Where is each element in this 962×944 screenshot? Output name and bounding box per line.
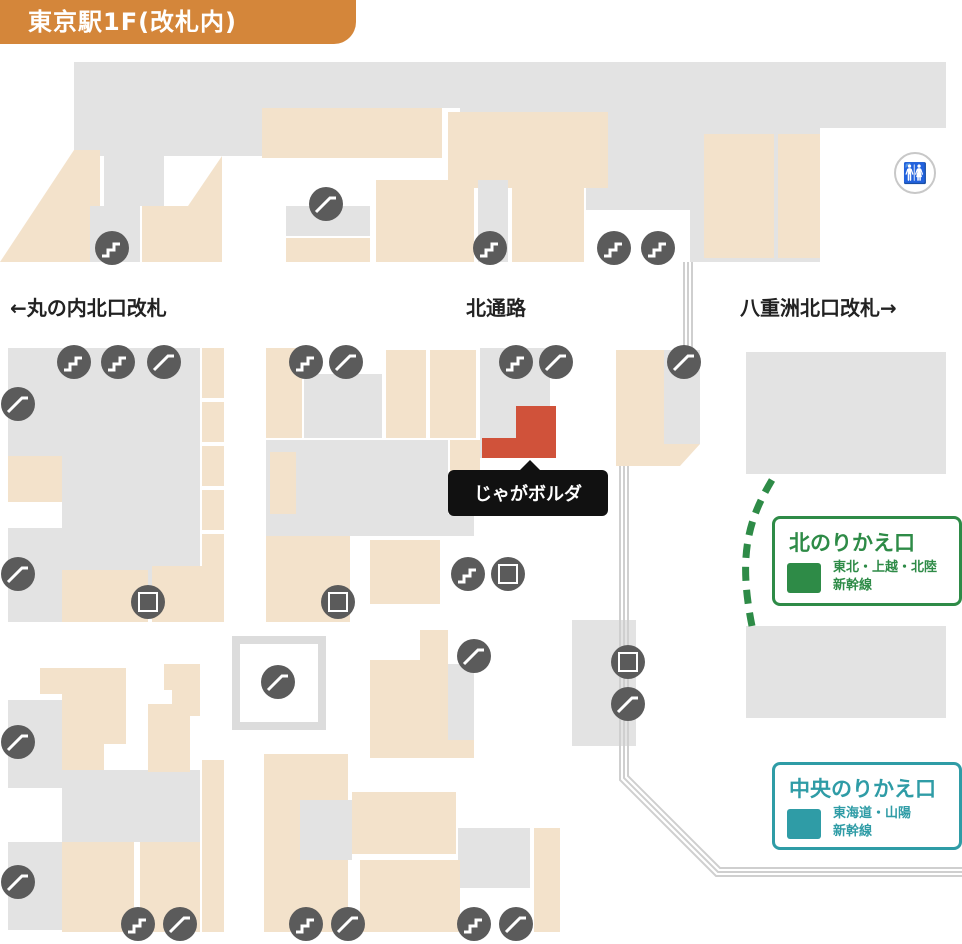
stairs-icon <box>101 345 135 379</box>
transfer-line: 新幹線 <box>833 824 873 839</box>
escalator-icon <box>611 687 645 721</box>
central-transfer-gate-box[interactable]: 中央のりかえ口 東海道・山陽 新幹線 <box>772 762 962 850</box>
transfer-line: 東海道・山陽 <box>833 806 912 821</box>
transfer-line: 東北・上越・北陸 <box>833 560 938 575</box>
north-passage-label: 北通路 <box>466 296 526 320</box>
shop-block <box>0 150 100 262</box>
top-left-corner <box>74 62 128 156</box>
shop-block <box>202 446 224 486</box>
area-block <box>266 440 474 536</box>
transfer-lines: 東北・上越・北陸 新幹線 <box>833 559 937 595</box>
stairs-icon <box>457 907 491 941</box>
area-block <box>448 664 474 740</box>
escalator-icon <box>1 865 35 899</box>
escalator-icon <box>667 345 701 379</box>
escalator-icon <box>1 725 35 759</box>
shinkansen-icon <box>787 563 821 593</box>
shop-block <box>202 760 224 932</box>
area-block <box>62 770 200 842</box>
area-block <box>304 374 382 438</box>
stairs-icon <box>121 907 155 941</box>
elevator-icon <box>131 585 165 619</box>
stairs-icon <box>57 345 91 379</box>
highlighted-shop-block <box>482 406 556 458</box>
escalator-icon <box>147 345 181 379</box>
escalator-icon <box>539 345 573 379</box>
escalator-icon <box>1 387 35 421</box>
stairs-icon <box>95 231 129 265</box>
shinkansen-icon <box>787 809 821 839</box>
concourse-right <box>746 352 946 474</box>
stairs-icon <box>451 557 485 591</box>
area-block <box>572 620 636 746</box>
marunouchi-north-gate-label: ←丸の内北口改札 <box>10 296 167 320</box>
shop-block <box>262 108 442 158</box>
corridor-lines <box>619 262 962 877</box>
shop-block <box>202 402 224 442</box>
shop-block <box>370 630 448 740</box>
shop-block <box>778 134 820 258</box>
shop-callout[interactable]: じゃがボルダ <box>448 460 608 516</box>
shop-block <box>270 452 296 514</box>
yaesu-north-gate-label: 八重洲北口改札→ <box>740 296 897 320</box>
shop-block <box>8 456 62 502</box>
shop-block <box>62 842 134 932</box>
escalator-icon <box>331 907 365 941</box>
escalator-icon <box>1 557 35 591</box>
shop-block <box>142 156 222 262</box>
stairs-icon <box>597 231 631 265</box>
shop-block <box>104 156 164 206</box>
transfer-line: 新幹線 <box>833 578 873 593</box>
escalator-icon <box>499 907 533 941</box>
elevator-icon <box>491 557 525 591</box>
stairs-icon <box>499 345 533 379</box>
escalator-icon <box>329 345 363 379</box>
restroom-icon: 🚻 <box>894 152 936 194</box>
shop-block <box>616 350 700 466</box>
escalator-icon <box>261 665 295 699</box>
elevator-icon <box>611 645 645 679</box>
stairs-icon <box>289 907 323 941</box>
elevator-icon <box>321 585 355 619</box>
concourse-right-lower <box>746 626 946 718</box>
elevator-hall <box>232 636 326 730</box>
transfer-lines: 東海道・山陽 新幹線 <box>833 805 911 841</box>
stairs-icon <box>641 231 675 265</box>
shop-block <box>370 540 440 604</box>
shop-block <box>202 534 224 622</box>
transfer-title: 北のりかえ口 <box>789 531 915 555</box>
shop-block <box>430 350 476 438</box>
shop-block <box>202 490 224 530</box>
escalator-icon <box>457 639 491 673</box>
transfer-gate-north <box>742 478 776 627</box>
shop-block <box>376 180 474 262</box>
shop-block <box>534 828 560 932</box>
transfer-title: 中央のりかえ口 <box>789 777 936 801</box>
shop-block <box>512 160 584 262</box>
shop-block <box>360 860 460 932</box>
shop-block <box>704 134 774 258</box>
area-block <box>62 348 200 590</box>
shop-block <box>202 348 224 398</box>
area-block <box>300 800 352 860</box>
shop-block <box>352 792 456 854</box>
north-transfer-gate-box[interactable]: 北のりかえ口 東北・上越・北陸 新幹線 <box>772 516 962 606</box>
shop-block <box>164 664 200 716</box>
stairs-icon <box>473 231 507 265</box>
escalator-icon <box>163 907 197 941</box>
area-block <box>458 828 530 888</box>
shop-block <box>370 740 474 758</box>
escalator-icon <box>309 187 343 221</box>
shop-block <box>386 350 426 438</box>
shop-block <box>286 238 370 262</box>
map-title: 東京駅1F(改札内) <box>0 0 356 44</box>
stairs-icon <box>289 345 323 379</box>
shop-block <box>40 668 126 770</box>
